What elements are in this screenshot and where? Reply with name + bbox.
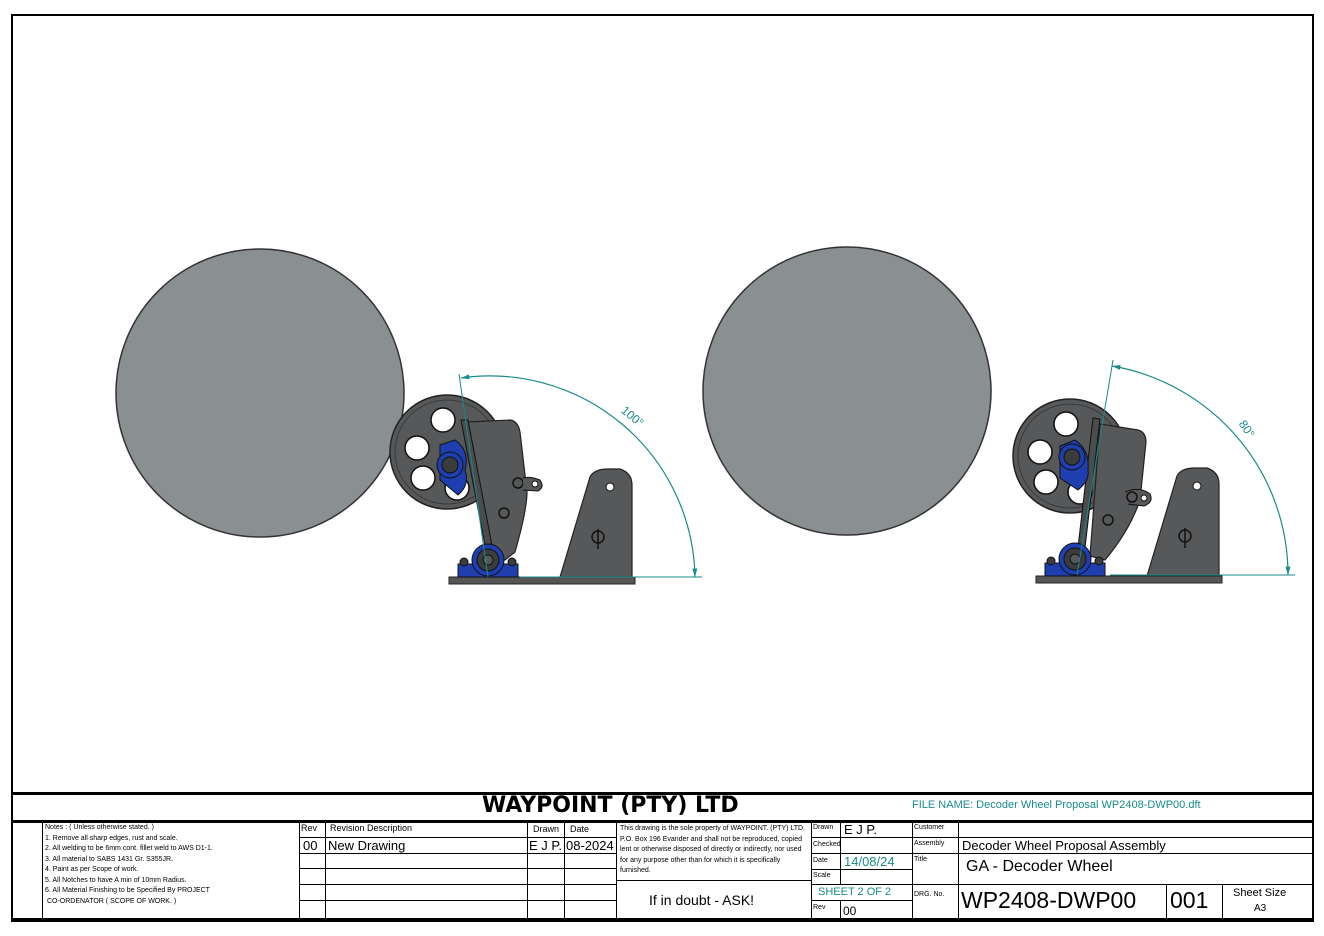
drawn-cell: E J P.	[529, 838, 563, 853]
checked-label: Checked	[813, 841, 841, 848]
date-cell: 08-2024	[566, 838, 614, 853]
file-name: FILE NAME: Decoder Wheel Proposal WP2408…	[912, 799, 1201, 811]
title-label: Title	[914, 856, 927, 863]
company-name: WAYPOINT (PTY) LTD	[482, 793, 739, 818]
drg-number: WP2408-DWP00	[961, 887, 1137, 913]
note-line: 2. All welding to be 6mm cont. fillet we…	[45, 845, 213, 852]
drg-label: DRG. No.	[914, 891, 945, 898]
note-line: 5. All Notches to have A min of 10mm Rad…	[45, 876, 187, 884]
sheet-size-value: A3	[1254, 903, 1267, 914]
note-line: CO-ORDENATOR ( SCOPE OF WORK. )	[45, 897, 177, 905]
assembly-value: Decoder Wheel Proposal Assembly	[962, 838, 1166, 853]
drg-suffix: 001	[1170, 887, 1209, 913]
drum-left	[115, 248, 405, 538]
description-header: Revision Description	[330, 823, 413, 833]
note-line: 6. All Material Finishing to be Specifie…	[45, 887, 210, 894]
date-label: Date	[813, 857, 828, 864]
rev-label: Rev	[813, 904, 826, 911]
drawing-views: 100° 80°	[115, 246, 1295, 585]
upright-bracket-left	[559, 468, 633, 578]
doubt-note: If in doubt - ASK!	[649, 892, 755, 908]
customer-label: Customer	[914, 824, 945, 831]
drum-right	[702, 246, 992, 536]
sheet-size-label: Sheet Size	[1233, 887, 1287, 899]
note-line: Notes : ( Unless otherwise stated. )	[45, 824, 154, 831]
scale-label: Scale	[813, 872, 831, 879]
note-line: 3. All material to SABS 1431 Gr. S355JR.	[45, 855, 174, 863]
title-value: GA - Decoder Wheel	[966, 858, 1113, 875]
angle-label-right: 80°	[1236, 417, 1258, 440]
base-plate-left	[448, 576, 636, 585]
rev-cell: 00	[303, 838, 318, 853]
angle-dimension-right	[1111, 364, 1291, 576]
sheet-number: SHEET 2 OF 2	[818, 886, 892, 898]
rev-value: 00	[843, 904, 857, 918]
angle-dimension-left	[460, 374, 698, 578]
general-notes: Notes : ( Unless otherwise stated. ) 1. …	[45, 823, 213, 907]
date-header: Date	[570, 824, 590, 834]
base-plate-right	[1035, 575, 1223, 584]
note-line: 4. Paint as per Scope of work.	[45, 866, 139, 873]
sheet-border	[11, 14, 1314, 922]
view-left: 100°	[115, 248, 702, 585]
upright-bracket-right	[1146, 467, 1220, 577]
description-cell: New Drawing	[328, 838, 406, 853]
drawn-value: E J P.	[844, 822, 878, 837]
property-notice: This drawing is the sole property of WAY…	[620, 825, 806, 874]
note-line: 1. Remove all sharp edges, rust and scal…	[45, 834, 178, 842]
assembly-label: Assembly	[914, 840, 945, 847]
angle-label-left: 100°	[618, 403, 646, 430]
drawn-header: Drawn	[533, 824, 560, 834]
view-right: 80°	[702, 246, 1295, 584]
drawn-label: Drawn	[813, 824, 834, 831]
rev-header: Rev	[301, 823, 318, 833]
date-value: 14/08/24	[844, 854, 895, 869]
